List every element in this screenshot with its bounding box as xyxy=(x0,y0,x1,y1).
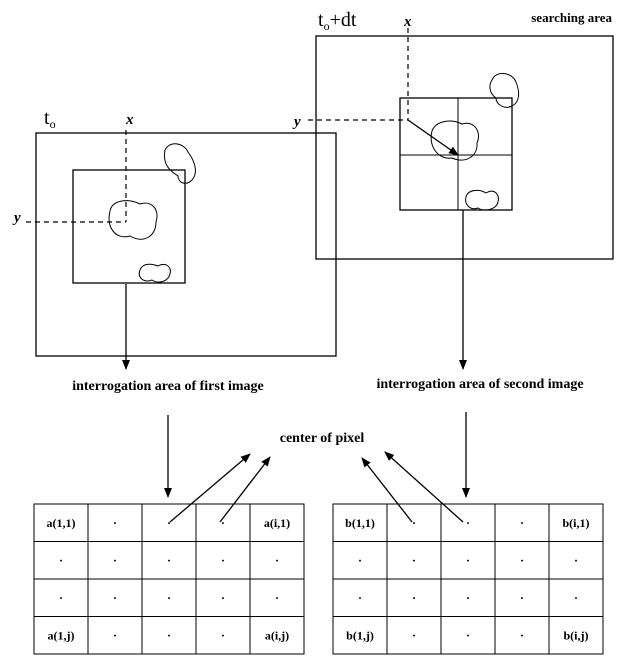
searching-area-label: searching area xyxy=(531,10,612,25)
grid-b-cell-label: · xyxy=(358,591,362,605)
grid-a-cell-label: · xyxy=(275,553,279,567)
t1-label: to+dt xyxy=(318,9,357,33)
grid-a-cell-label: a(i,1) xyxy=(264,516,290,530)
grid-b-cell-label: · xyxy=(412,591,416,605)
grid-a-cell-label: · xyxy=(221,628,225,642)
displacement-arrow xyxy=(408,120,458,155)
second-particle-lower xyxy=(466,190,499,210)
first-x-label: x xyxy=(125,112,134,128)
grid-b-cell-label: b(1,j) xyxy=(346,628,374,642)
grid-b-cell-label: · xyxy=(466,553,470,567)
second-y-label: y xyxy=(292,114,301,130)
pixel-grid-a: a(1,1) · · · a(i,1) · · · · · · · · · · a(1,j) · · · a(i,j) xyxy=(34,504,304,654)
grid-b-cell-label: · xyxy=(466,591,470,605)
grid-a-cell-label: · xyxy=(113,591,117,605)
center-arrow-b2 xyxy=(385,452,463,522)
grid-b-cell-label: · xyxy=(520,628,524,642)
grid-a-cell-label: · xyxy=(167,628,171,642)
pixel-grid-b: b(1,1) · · · b(i,1) · · · · · · · · · · b(1,j) · · · b(i,j) xyxy=(333,504,603,654)
grid-b-cell-label: · xyxy=(466,628,470,642)
first-particle-lower xyxy=(139,264,170,282)
grid-a-cell-label: · xyxy=(167,516,171,530)
first-y-label: y xyxy=(12,210,21,226)
center-arrow-a2 xyxy=(220,457,270,522)
grid-a-cell-label: · xyxy=(59,553,63,567)
center-arrow-a1 xyxy=(170,454,250,522)
grid-b-cell-label: · xyxy=(358,553,362,567)
grid-b-cell-label: · xyxy=(574,591,578,605)
t0-label: to xyxy=(44,107,56,131)
interrogation-second-label: interrogation area of second image xyxy=(376,377,583,392)
grid-a-cell-label: a(1,1) xyxy=(47,516,76,530)
grid-a-cell-label: · xyxy=(113,553,117,567)
grid-a-cell-label: · xyxy=(113,516,117,530)
grid-a-cell-label: · xyxy=(221,591,225,605)
interrogation-first-label: interrogation area of first image xyxy=(72,379,264,394)
grid-b-cell-label: · xyxy=(412,553,416,567)
grid-b-cell-label: · xyxy=(466,516,470,530)
second-image-frame xyxy=(316,36,613,259)
grid-b-cell-label: b(1,1) xyxy=(345,516,375,530)
grid-b-cell-label: b(i,j) xyxy=(564,628,589,642)
grid-a-cell-label: · xyxy=(59,591,63,605)
first-image-frame xyxy=(36,133,336,356)
grid-a-cell-label: · xyxy=(113,628,117,642)
grid-a-cell-label: · xyxy=(221,553,225,567)
grid-b-cell-label: · xyxy=(520,516,524,530)
grid-b-cell-label: · xyxy=(520,591,524,605)
grid-a-cell-label: · xyxy=(275,591,279,605)
grid-b-cell-label: · xyxy=(574,553,578,567)
grid-a-cell-label: a(i,j) xyxy=(265,628,289,642)
first-particle-main xyxy=(109,201,157,240)
grid-b-cell-label: · xyxy=(412,628,416,642)
center-of-pixel-label: center of pixel xyxy=(280,431,365,446)
first-particle-upper xyxy=(164,144,195,183)
grid-a-cell-label: · xyxy=(167,553,171,567)
grid-b-cell-label: · xyxy=(412,516,416,530)
grid-a-cell-label: a(1,j) xyxy=(48,628,75,642)
second-x-label: x xyxy=(403,14,412,30)
grid-a-cell-label: · xyxy=(221,516,225,530)
grid-b-cell-label: · xyxy=(520,553,524,567)
grid-b-cell-label: b(i,1) xyxy=(563,516,590,530)
second-particle-upper xyxy=(490,73,519,107)
grid-a-cell-label: · xyxy=(167,591,171,605)
